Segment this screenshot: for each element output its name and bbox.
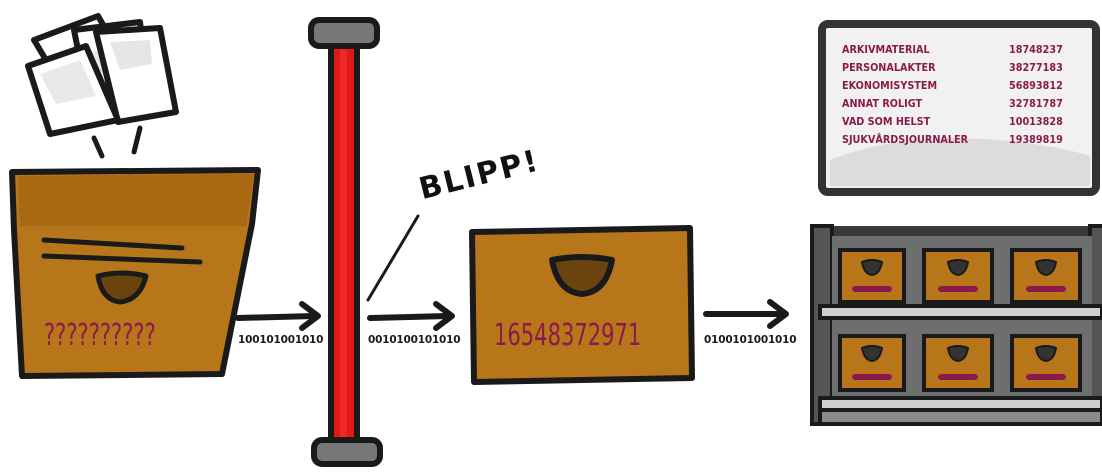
- record-number: 10013828: [1009, 113, 1063, 131]
- record-name: EKONOMISYSTEM: [842, 77, 937, 95]
- screen-row: PERSONALAKTER 38277183: [842, 59, 1063, 77]
- record-number: 38277183: [1009, 59, 1063, 77]
- screen-row: VAD SOM HELST 10013828: [842, 113, 1063, 131]
- screen-row: EKONOMISYSTEM 56893812: [842, 77, 1063, 95]
- scanned-box-code: 16548372971: [494, 318, 641, 353]
- binary-stream-3: 0100101001010: [704, 334, 796, 346]
- screen-record-list: ARKIVMATERIAL 18748237 PERSONALAKTER 38277…: [842, 41, 1082, 149]
- binary-stream-2: 0010100101010: [368, 334, 460, 346]
- record-name: ANNAT ROLIGT: [842, 95, 922, 113]
- scanned-box: [472, 228, 692, 382]
- record-number: 32781787: [1009, 95, 1063, 113]
- record-number: 19389819: [1009, 131, 1063, 149]
- archive-shelf: [812, 226, 1102, 424]
- record-name: VAD SOM HELST: [842, 113, 930, 131]
- record-number: 18748237: [1009, 41, 1063, 59]
- record-name: PERSONALAKTER: [842, 59, 936, 77]
- record-number: 56893812: [1009, 77, 1063, 95]
- binary-stream-1: 100101001010: [238, 334, 323, 346]
- screen-row: SJUKVÅRDSJOURNALER 19389819: [842, 131, 1063, 149]
- record-name: ARKIVMATERIAL: [842, 41, 930, 59]
- screen-row: ANNAT ROLIGT 32781787: [842, 95, 1063, 113]
- paper-documents: [28, 16, 176, 156]
- record-name: SJUKVÅRDSJOURNALER: [842, 131, 968, 149]
- incoming-box-code: ??????????: [44, 318, 156, 353]
- screen-row: ARKIVMATERIAL 18748237: [842, 41, 1063, 59]
- scanner-gate: [311, 20, 418, 464]
